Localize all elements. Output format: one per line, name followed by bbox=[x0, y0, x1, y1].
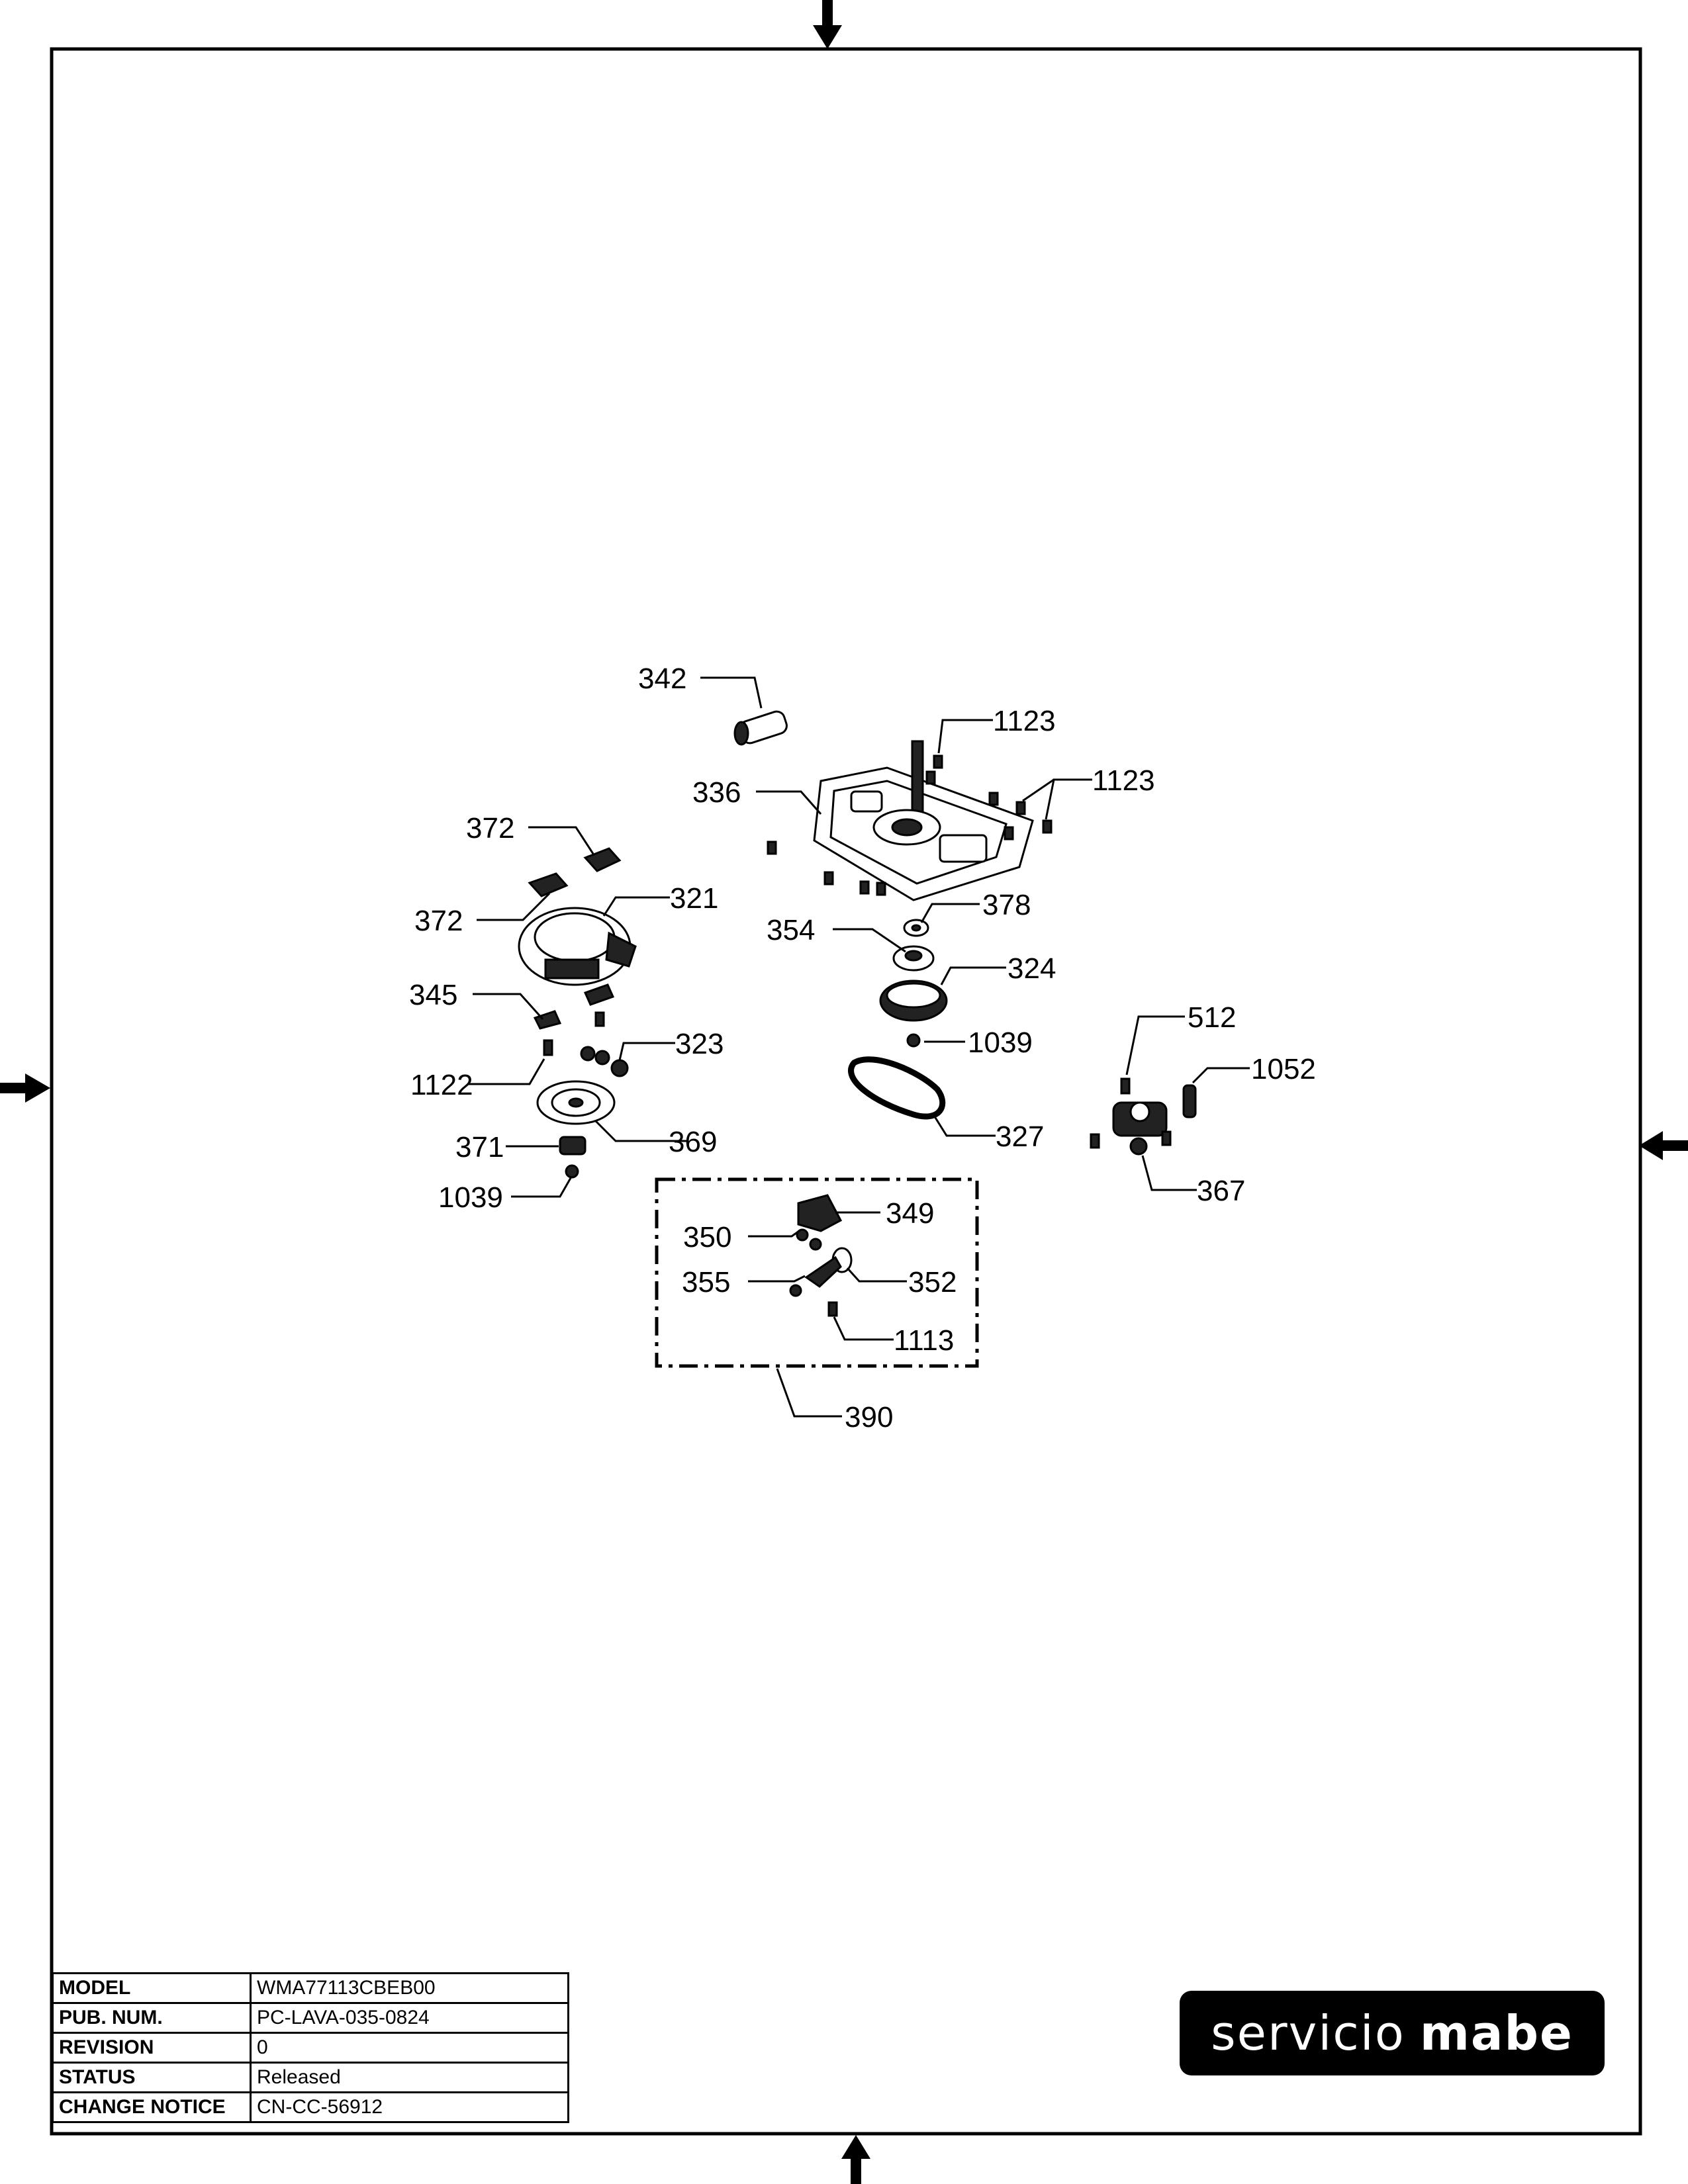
callout-512: 512 bbox=[1188, 1001, 1236, 1034]
part-512-screw bbox=[1120, 1077, 1131, 1095]
callout-378: 378 bbox=[982, 889, 1031, 921]
part-1123-screws bbox=[767, 754, 1053, 896]
part-323-linkage bbox=[580, 1046, 629, 1077]
assembly-390-box bbox=[655, 1177, 979, 1368]
status-value: Released bbox=[250, 2062, 569, 2093]
callout-345: 345 bbox=[409, 979, 457, 1011]
status-label: STATUS bbox=[52, 2062, 252, 2093]
part-345-clips bbox=[533, 983, 615, 1030]
callout-369: 369 bbox=[669, 1126, 717, 1158]
pub-num-value: PC-LAVA-035-0824 bbox=[250, 2002, 569, 2034]
bottom-center-arrow-icon bbox=[841, 2135, 870, 2184]
callout-342: 342 bbox=[638, 662, 686, 695]
part-1039-nut-center bbox=[906, 1033, 921, 1048]
table-row: PUB. NUM. PC-LAVA-035-0824 bbox=[52, 2002, 569, 2034]
part-336-housing-plate bbox=[813, 740, 1034, 901]
table-row: REVISION 0 bbox=[52, 2032, 569, 2064]
callout-367: 367 bbox=[1197, 1175, 1245, 1207]
leader-lines bbox=[469, 676, 1250, 1418]
change-notice-value: CN-CC-56912 bbox=[250, 2091, 569, 2123]
table-row: STATUS Released bbox=[52, 2062, 569, 2093]
callout-390: 390 bbox=[845, 1401, 893, 1433]
part-355-lever bbox=[789, 1255, 842, 1297]
part-321-motor bbox=[518, 907, 637, 986]
callout-354: 354 bbox=[767, 914, 815, 946]
part-screw-small bbox=[594, 1011, 605, 1027]
part-327-belt bbox=[848, 1056, 946, 1120]
drawing-frame bbox=[50, 47, 1642, 2136]
callout-1122: 1122 bbox=[410, 1069, 473, 1101]
revision-value: 0 bbox=[250, 2032, 569, 2064]
part-369-pulley bbox=[536, 1080, 616, 1125]
servicio-mabe-logo: servicio mabe bbox=[1180, 1991, 1605, 2075]
callout-321: 321 bbox=[670, 882, 718, 915]
part-367-valve bbox=[1090, 1101, 1172, 1156]
callout-1052: 1052 bbox=[1251, 1053, 1316, 1085]
callout-1113: 1113 bbox=[894, 1324, 954, 1357]
callout-349: 349 bbox=[886, 1197, 934, 1230]
part-1039-nut-left bbox=[565, 1164, 579, 1179]
callout-323: 323 bbox=[675, 1028, 724, 1060]
callout-1039-left: 1039 bbox=[438, 1181, 503, 1214]
part-378-washer bbox=[903, 919, 929, 937]
brand-mabe: mabe bbox=[1419, 2005, 1573, 2061]
callout-371: 371 bbox=[455, 1131, 504, 1163]
revision-label: REVISION bbox=[52, 2032, 252, 2064]
part-372-pads bbox=[528, 847, 622, 897]
part-371-bushing bbox=[559, 1136, 586, 1156]
callout-372-upper: 372 bbox=[466, 812, 514, 844]
callout-324: 324 bbox=[1008, 952, 1056, 985]
right-center-arrow-icon bbox=[1639, 1131, 1688, 1160]
callout-336: 336 bbox=[692, 776, 741, 809]
part-350-link bbox=[796, 1228, 822, 1251]
callout-352: 352 bbox=[908, 1266, 957, 1298]
part-324-gear bbox=[879, 979, 948, 1022]
part-354-bushing bbox=[892, 945, 935, 972]
callout-372-lower: 372 bbox=[414, 905, 463, 937]
callout-327: 327 bbox=[996, 1120, 1044, 1153]
title-block-table: MODEL WMA77113CBEB00 PUB. NUM. PC-LAVA-0… bbox=[52, 1972, 569, 2123]
model-label: MODEL bbox=[52, 1972, 252, 2004]
brand-servicio: servicio bbox=[1211, 2005, 1405, 2061]
callout-1039-center: 1039 bbox=[968, 1026, 1033, 1059]
callout-1123-top: 1123 bbox=[993, 705, 1056, 737]
part-1113-screw bbox=[827, 1301, 838, 1317]
pub-num-label: PUB. NUM. bbox=[52, 2002, 252, 2034]
callout-350: 350 bbox=[683, 1221, 731, 1253]
part-349-bracket bbox=[797, 1194, 843, 1232]
table-row: CHANGE NOTICE CN-CC-56912 bbox=[52, 2091, 569, 2123]
model-value: WMA77113CBEB00 bbox=[250, 1972, 569, 2004]
table-row: MODEL WMA77113CBEB00 bbox=[52, 1972, 569, 2004]
part-1052-spring bbox=[1182, 1084, 1197, 1118]
top-center-arrow-icon bbox=[813, 0, 842, 49]
left-center-arrow-icon bbox=[0, 1073, 50, 1103]
callout-1123-right: 1123 bbox=[1092, 764, 1155, 797]
change-notice-label: CHANGE NOTICE bbox=[52, 2091, 252, 2123]
callout-355: 355 bbox=[682, 1266, 730, 1298]
part-342-pin bbox=[733, 710, 788, 746]
part-1122-screw bbox=[543, 1039, 553, 1056]
